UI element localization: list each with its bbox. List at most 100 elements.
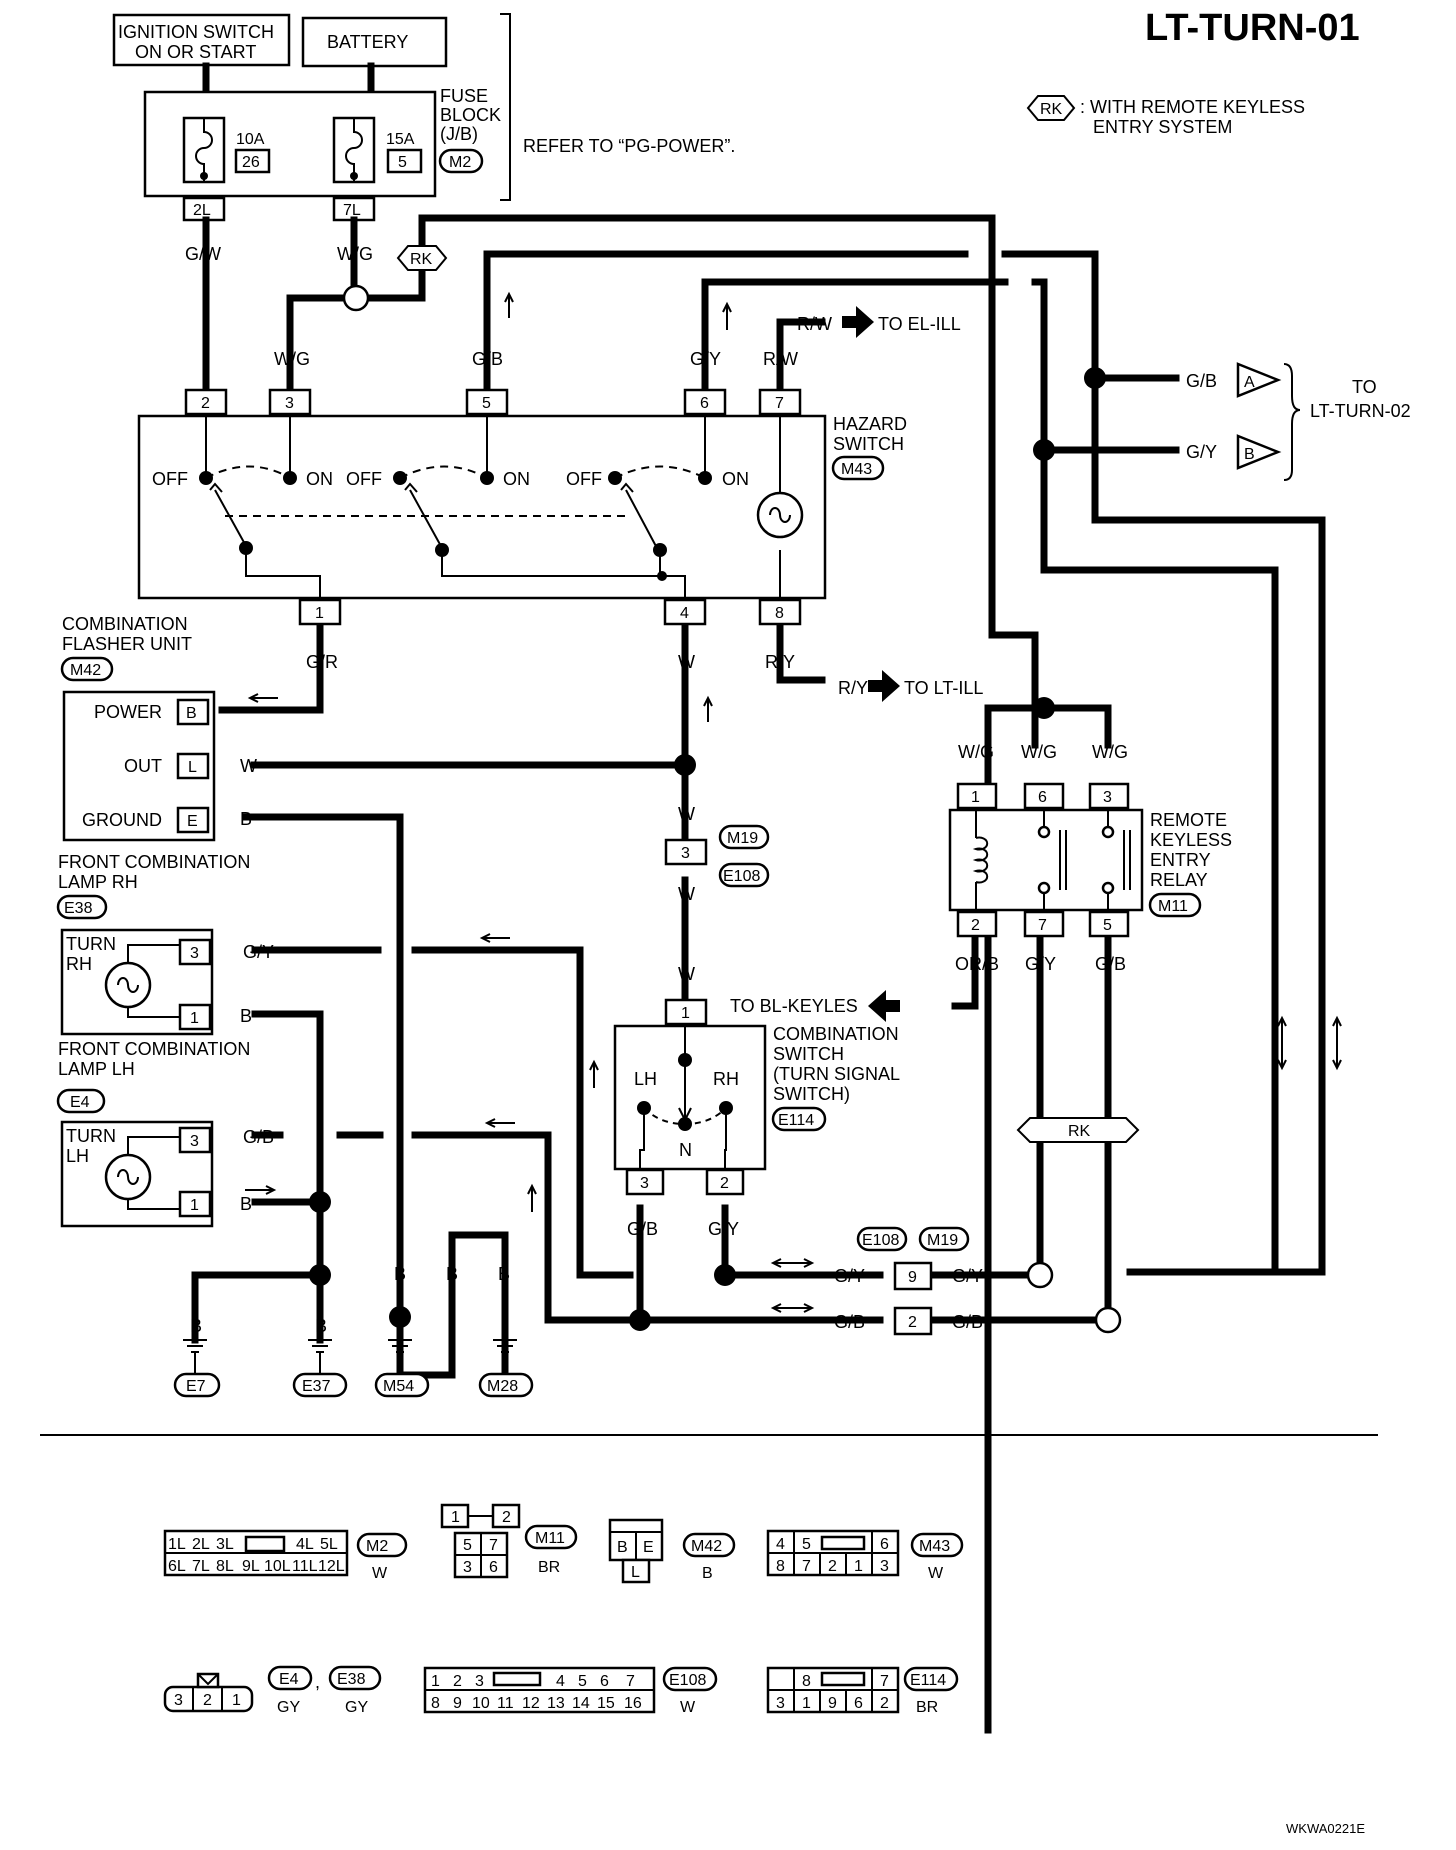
connector-a-label: A [1244,374,1255,391]
hazard-switch: 2 3 5 6 7 1 4 8 OFF ON OFF ON [137,388,907,626]
footer-code: WKWA0221E [1286,1821,1365,1836]
fuse-block-label-2: BLOCK [440,105,501,125]
rk-legend-text-1: : WITH REMOTE KEYLESS [1080,97,1305,117]
flasher-ground: GROUND [82,810,162,830]
wire-label-gy-5: G/Y [952,1266,983,1286]
combo-label-2: SWITCH [773,1044,844,1064]
e114-cell-2: 2 [880,1695,889,1712]
m43-cell-3: 3 [880,1558,889,1575]
m2-cell-11L: 11L [292,1558,318,1575]
m11-top-1: 1 [451,1509,460,1526]
wire-label-wg-5: W/G [1092,742,1128,762]
e108-cell-9: 9 [453,1695,462,1712]
m2-face-color: W [372,1565,388,1582]
rk-wire-tag-label: RK [410,251,433,268]
relay-pin-7: 7 [1038,917,1047,934]
wire-label-rw-1: R/W [763,349,798,369]
joint-connector-m19-e108: 3 M19 E108 [664,824,770,888]
wire-labels: G/W W/G W/G G/B G/Y R/W R/W G/R W R/Y R/… [185,244,1217,1336]
bottom-pin-9: 9 [908,1269,917,1286]
battery-label: BATTERY [327,32,408,52]
flasher-label-2: FLASHER UNIT [62,634,192,654]
bottom-conn-e108: E108 [862,1232,899,1249]
relay-pin-3: 3 [1103,789,1112,806]
remote-keyless-entry-relay: 1 6 3 2 7 5 REMOTE KEYLESS ENTRY RELAY M… [948,782,1232,938]
bottom-connectors: E108 M19 9 2 [856,1226,970,1336]
wire-label-gb-2: G/B [243,1127,274,1147]
m42-cell-l: L [631,1564,640,1581]
e108-cell-10: 10 [472,1695,490,1712]
to-lt-turn-02-line-2: LT-TURN-02 [1310,401,1411,421]
rk-legend-text-2: ENTRY SYSTEM [1093,117,1232,137]
e108-cell-12: 12 [522,1695,540,1712]
to-bl-keyles: TO BL-KEYLES [730,996,858,1016]
m2-cell-1L: 1L [168,1536,186,1553]
hazard-conn: M43 [841,461,872,478]
ground-e37: E37 [302,1378,331,1395]
wire-label-gy-1: G/Y [690,349,721,369]
hazard-label-2: SWITCH [833,434,904,454]
combo-pin-1: 1 [681,1005,690,1022]
e114-cell-6: 6 [854,1695,863,1712]
ground-m54: M54 [383,1378,414,1395]
hazard-on-2: ON [503,469,530,489]
e114-cell-8: 8 [802,1673,811,1690]
e4-e38-comma: , [315,1672,320,1692]
relay-label-1: REMOTE [1150,810,1227,830]
e4-cell-3: 3 [174,1692,183,1709]
wire-label-ry-1: R/Y [765,652,795,672]
e38-face-color: GY [345,1699,368,1716]
rk-bar-label: RK [1068,1123,1091,1140]
combo-label-1: COMBINATION [773,1024,899,1044]
combo-n: N [679,1140,692,1160]
lamp-lh-conn: E4 [70,1094,90,1111]
off-page-refs: TO EL-ILL TO LT-ILL TO BL-KEYLES A B TO … [730,306,1411,1022]
hazard-bottom-pins: 1 4 8 [298,598,802,626]
m2-cell-12L: 12L [318,1558,345,1575]
m2-cell-7L: 7L [192,1558,210,1575]
lamp-rh-label-1: FRONT COMBINATION [58,852,250,872]
wire-label-wg-3: W/G [958,742,994,762]
lamp-lh-pin-1: 1 [190,1197,199,1214]
connector-face-m2: 1L 2L 3L 4L 5L 6L 7L 8L 9L 10L 11L 12L M… [163,1529,408,1582]
m2-cell-10L: 10L [264,1558,291,1575]
hazard-pin-4: 4 [680,605,689,622]
wire-label-b-5: B [315,1316,327,1336]
rk-legend-tag: RK [1040,101,1063,118]
e108-cell-2: 2 [453,1673,462,1690]
fuse2-number: 5 [398,154,407,171]
battery-box [301,16,448,68]
hazard-off-1: OFF [152,469,188,489]
wire-label-gb-7: G/B [1186,371,1217,391]
e4-cell-2: 2 [203,1692,212,1709]
m43-face-id: M43 [919,1538,950,1555]
bottom-conn-m19: M19 [927,1232,958,1249]
relay-pin-2: 2 [971,917,980,934]
wire-label-w-4: W [678,884,695,904]
m11-face-id: M11 [535,1530,565,1547]
combo-label-4: SWITCH) [773,1084,850,1104]
m2-face-id: M2 [366,1538,388,1555]
connector-face-m42: B E L M42 B [608,1518,736,1584]
e108-face-color: W [680,1699,696,1716]
e108-cell-14: 14 [572,1695,590,1712]
lamp-rh-label-2: LAMP RH [58,872,138,892]
m2-cell-2L: 2L [192,1536,210,1553]
e108-cell-16: 16 [624,1695,642,1712]
wire-label-gb-3: G/B [627,1219,658,1239]
ignition-line-2: ON OR START [135,42,256,62]
lamp-lh-label-1: FRONT COMBINATION [58,1039,250,1059]
splice-circles [342,284,1122,1334]
connector-face-e108: 1 2 3 4 5 6 7 8 9 10 11 12 13 14 15 16 E… [423,1666,718,1716]
combination-flasher-unit: COMBINATION FLASHER UNIT M42 POWER OUT G… [60,614,216,842]
e108-cell-15: 15 [597,1695,615,1712]
wire-label-b-4: B [190,1316,202,1336]
wire-label-gy-6: G/Y [1025,954,1056,974]
combo-lh: LH [634,1069,657,1089]
rk-wire-tag: RK [396,245,448,271]
wire-label-b-2: B [240,1006,252,1026]
m43-cell-5: 5 [802,1536,811,1553]
conn-2L: 2L [193,202,211,219]
wire-label-gy-7: G/Y [1186,442,1217,462]
wire-label-wg-1: W/G [337,244,373,264]
